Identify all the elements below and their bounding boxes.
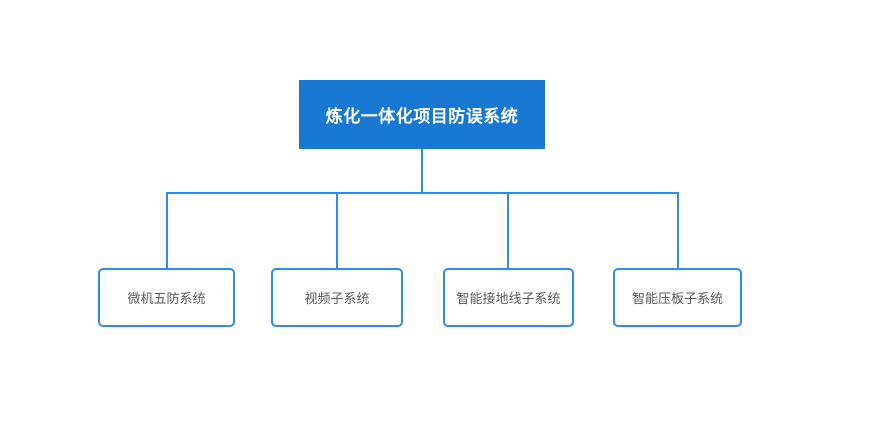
child-node-wjwf[interactable]: 微机五防系统 bbox=[98, 268, 235, 327]
connector-stem bbox=[421, 149, 423, 193]
connector-vertical-4 bbox=[677, 192, 679, 269]
connector-horizontal bbox=[166, 192, 679, 194]
connector-vertical-3 bbox=[507, 192, 509, 269]
child-node-video[interactable]: 视频子系统 bbox=[271, 268, 403, 327]
child-node-pressplate[interactable]: 智能压板子系统 bbox=[613, 268, 742, 327]
child-node-label: 智能压板子系统 bbox=[631, 291, 723, 306]
child-node-label: 视频子系统 bbox=[304, 291, 370, 306]
root-node-label: 炼化一体化项目防误系统 bbox=[325, 107, 519, 126]
root-node[interactable]: 炼化一体化项目防误系统 bbox=[299, 80, 545, 149]
child-node-label: 智能接地线子系统 bbox=[456, 291, 561, 306]
connector-vertical-2 bbox=[336, 192, 338, 269]
connector-vertical-1 bbox=[166, 192, 168, 269]
child-node-label: 微机五防系统 bbox=[127, 291, 206, 306]
child-node-grounding[interactable]: 智能接地线子系统 bbox=[443, 268, 574, 327]
